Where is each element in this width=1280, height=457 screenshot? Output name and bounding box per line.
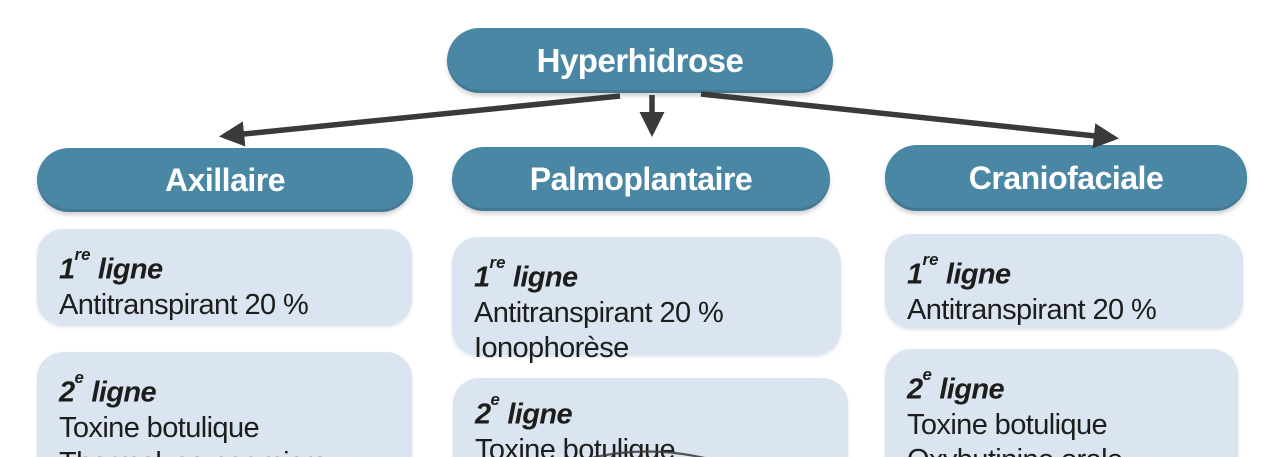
- treatment-line: Toxine botulique: [475, 433, 676, 457]
- heading-word: ligne: [83, 376, 157, 409]
- treatment-line: Toxine botulique: [59, 411, 260, 444]
- heading-number: 2: [475, 398, 491, 431]
- palmoplantaire-second-line-box: 2e ligne Toxine botulique: [453, 378, 848, 457]
- heading-superscript: e: [490, 390, 500, 410]
- heading-superscript: re: [922, 250, 939, 270]
- heading-number: 2: [907, 373, 923, 406]
- node-craniofaciale: Craniofaciale: [885, 145, 1247, 211]
- treatment-line: Antitranspirant 20 %: [59, 288, 309, 321]
- heading-word: ligne: [90, 253, 163, 286]
- line-heading: 1re ligne: [59, 245, 390, 288]
- craniofaciale-second-line-box: 2e ligne Toxine botulique Oxybutinine or…: [885, 349, 1238, 457]
- heading-word: ligne: [931, 373, 1005, 406]
- arrow-to-craniofaciale: [700, 91, 1120, 149]
- heading-superscript: e: [922, 365, 932, 385]
- heading-superscript: re: [74, 245, 91, 265]
- line-heading: 1re ligne: [474, 253, 819, 296]
- treatment-line: Antitranspirant 20 %: [474, 296, 724, 329]
- heading-number: 1: [59, 253, 75, 286]
- heading-number: 2: [59, 376, 75, 409]
- heading-superscript: re: [489, 253, 506, 273]
- treatment-line: Thermolyse par micro-ondes: [59, 446, 390, 457]
- heading-word: ligne: [499, 398, 573, 431]
- heading-word: ligne: [505, 261, 578, 294]
- craniofaciale-first-line-box: 1re ligne Antitranspirant 20 %: [885, 234, 1243, 328]
- heading-number: 1: [474, 261, 490, 294]
- heading-number: 1: [907, 258, 923, 291]
- treatment-line: Ionophorèse: [474, 331, 629, 364]
- palmoplantaire-first-line-box: 1re ligne Antitranspirant 20 % Ionophorè…: [452, 237, 841, 364]
- line-heading: 2e ligne: [475, 390, 826, 433]
- heading-word: ligne: [938, 258, 1011, 291]
- line-heading: 2e ligne: [907, 365, 1216, 408]
- line-heading: 2e ligne: [59, 368, 390, 411]
- treatment-line: Toxine botulique: [907, 408, 1108, 441]
- heading-superscript: e: [74, 368, 84, 388]
- treatment-line: Oxybutinine orale: [907, 443, 1216, 457]
- node-axillaire: Axillaire: [37, 148, 413, 212]
- axillaire-second-line-box: 2e ligne Toxine botulique Thermolyse par…: [37, 352, 412, 457]
- node-hyperhidrose: Hyperhidrose: [447, 28, 833, 93]
- treatment-line: Antitranspirant 20 %: [907, 293, 1157, 326]
- node-palmoplantaire: Palmoplantaire: [452, 147, 830, 211]
- arrow-to-axillaire: [218, 93, 621, 147]
- axillaire-first-line-box: 1re ligne Antitranspirant 20 %: [37, 229, 412, 325]
- line-heading: 1re ligne: [907, 250, 1221, 293]
